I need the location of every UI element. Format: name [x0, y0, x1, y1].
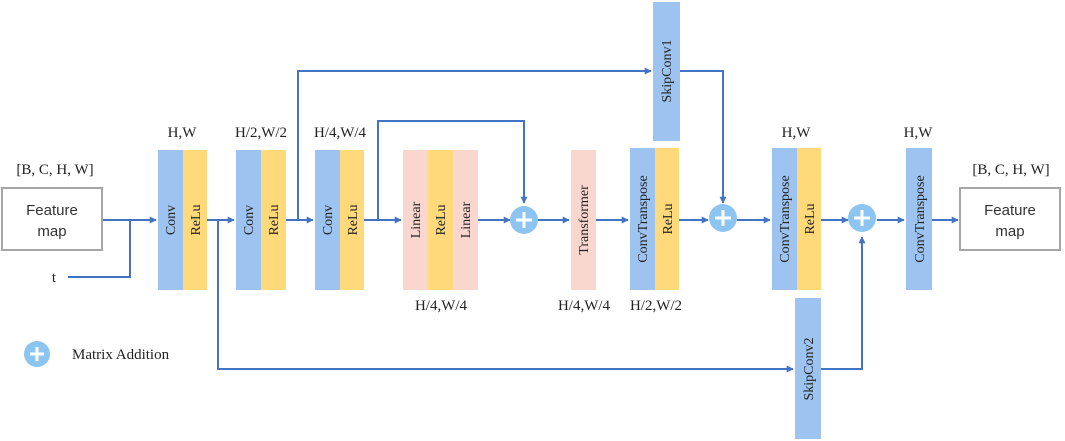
legend-label: Matrix Addition [72, 347, 170, 363]
arrow-skip2-in [217, 220, 794, 373]
block2-dims: H/2,W/2 [235, 125, 287, 141]
mlp-block: Linear ReLu Linear H/4,W/4 [403, 150, 478, 314]
conv-block-1: H,W Conv ReLu [158, 125, 207, 290]
transformer-block: Transformer H/4,W/4 [558, 150, 611, 314]
legend: Matrix Addition [24, 341, 170, 367]
up2-convtranspose [772, 148, 797, 290]
final-dims: H,W [904, 125, 934, 141]
conv-block-2: H/2,W/2 Conv ReLu [235, 125, 287, 290]
block1-conv-label: Conv [164, 205, 179, 235]
up2-conv-label: ConvTranspose [778, 175, 793, 262]
final-convtranspose-rect [906, 148, 932, 290]
arrow-skip-b3-add1 [377, 120, 528, 220]
block1-relu-label: ReLu [189, 204, 204, 235]
output-feature-map-box [959, 187, 1061, 251]
mlp-dims: H/4,W/4 [415, 298, 468, 314]
up1-dims: H/2,W/2 [630, 298, 682, 314]
block3-dims: H/4,W/4 [314, 125, 367, 141]
add-node-2 [709, 204, 737, 232]
skipconv1-label: SkipConv1 [660, 39, 675, 102]
block3-conv [315, 150, 340, 290]
block1-relu [183, 150, 207, 290]
final-conv-label: ConvTranspose [913, 175, 928, 262]
up1-relu [655, 148, 679, 290]
time-input-label: t [52, 270, 57, 286]
up1-relu-label: ReLu [661, 203, 676, 234]
block2-relu [261, 150, 286, 290]
block1-dims: H,W [168, 125, 198, 141]
output-box-line1: Feature [984, 202, 1036, 219]
connections [68, 67, 959, 373]
add-node-3 [848, 204, 876, 232]
skipconv2-label: SkipConv2 [802, 337, 817, 400]
upconv-block-1: ConvTranspose ReLu H/2,W/2 [630, 148, 682, 314]
upconv-block-2: H,W ConvTranspose ReLu [772, 125, 821, 290]
arrow-skip2-out [821, 236, 866, 370]
final-convtranspose-block: H,W ConvTranspose [904, 125, 934, 290]
transformer-label: Transformer [577, 185, 592, 255]
mlp-relu [428, 150, 453, 290]
conv-block-3: H/4,W/4 Conv ReLu [314, 125, 367, 290]
transformer-dims: H/4,W/4 [558, 298, 611, 314]
input-feature-map-box [1, 187, 103, 251]
input-shape-label: [B, C, H, W] [16, 162, 93, 178]
block2-relu-label: ReLu [267, 204, 282, 235]
block3-conv-label: Conv [321, 205, 336, 235]
input-section: [B, C, H, W] Feature map t [1, 162, 103, 286]
up2-dims: H,W [782, 125, 812, 141]
mlp-linear2-label: Linear [459, 201, 474, 238]
block2-conv-label: Conv [242, 205, 257, 235]
input-box-line2: map [37, 223, 66, 240]
block3-relu [340, 150, 364, 290]
skipconv2-block: SkipConv2 [795, 298, 821, 439]
output-box-line2: map [995, 223, 1024, 240]
up2-relu [797, 148, 821, 290]
block1-conv [158, 150, 183, 290]
skipconv1-rect [653, 2, 680, 141]
up1-conv-label: ConvTranspose [636, 175, 651, 262]
transformer-rect [571, 150, 596, 290]
mlp-linear-1 [403, 150, 428, 290]
arrow-skip1-in [297, 67, 652, 220]
skipconv2-rect [795, 298, 821, 439]
mlp-linear1-label: Linear [409, 201, 424, 238]
block3-relu-label: ReLu [346, 204, 361, 235]
input-box-line1: Feature [26, 202, 78, 219]
up1-convtranspose [630, 148, 655, 290]
output-shape-label: [B, C, H, W] [972, 162, 1049, 178]
mlp-linear-2 [453, 150, 478, 290]
arrow-skip1-out [680, 70, 727, 204]
block2-conv [236, 150, 261, 290]
output-section: [B, C, H, W] Feature map [959, 162, 1061, 251]
add-node-1 [510, 206, 538, 234]
mlp-relu-label: ReLu [434, 204, 449, 235]
skipconv1-block: SkipConv1 [653, 2, 680, 141]
up2-relu-label: ReLu [803, 203, 818, 234]
arrow-t-merge [68, 220, 131, 278]
